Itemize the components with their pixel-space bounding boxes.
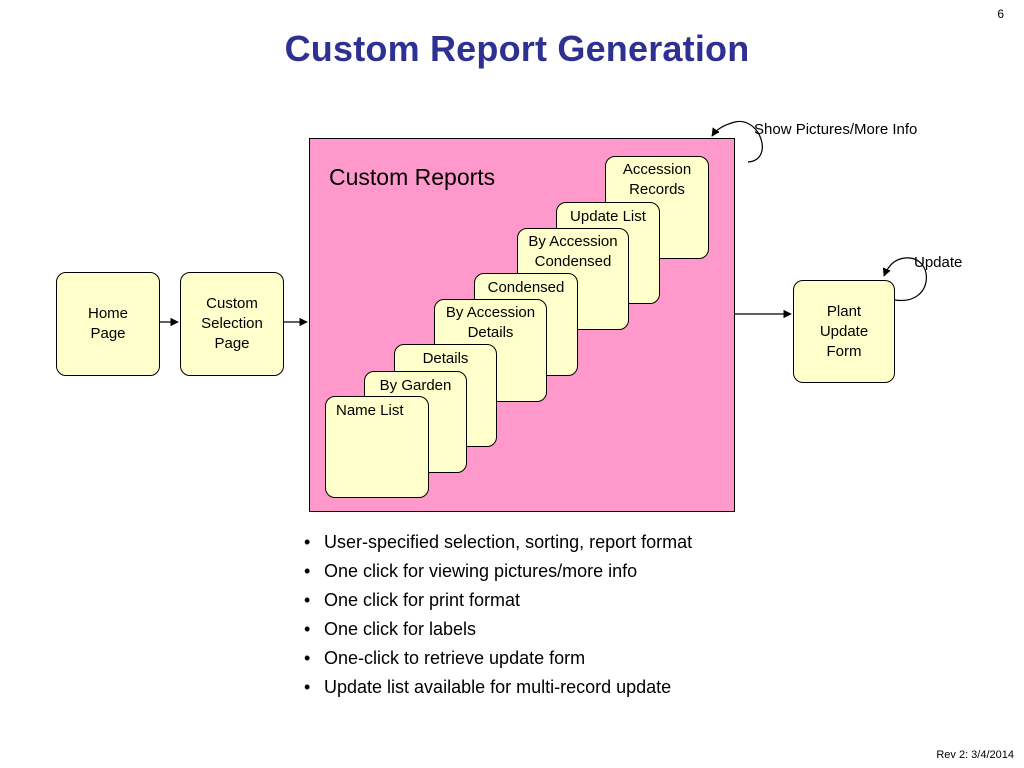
feature-bullet-list: User-specified selection, sorting, repor…	[304, 528, 692, 702]
slide-title: Custom Report Generation	[284, 28, 750, 69]
bullet-item: One click for print format	[304, 586, 692, 615]
bullet-item: Update list available for multi-record u…	[304, 673, 692, 702]
bullet-item: User-specified selection, sorting, repor…	[304, 528, 692, 557]
show-pictures-loop-label: Show Pictures/More Info	[754, 121, 918, 138]
bullet-item: One-click to retrieve update form	[304, 644, 692, 673]
loop-show-pictures	[711, 121, 763, 163]
bullet-item: One click for viewing pictures/more info	[304, 557, 692, 586]
update-loop-label: Update	[914, 254, 963, 271]
report-card-name-list: Name List	[325, 396, 429, 498]
page-number: 6	[997, 7, 1004, 21]
bullet-item: One click for labels	[304, 615, 692, 644]
custom-selection-page-node: Custom Selection Page	[180, 272, 284, 376]
revision-footer: Rev 2: 3/4/2014	[936, 749, 1014, 761]
loop-update	[882, 257, 927, 301]
custom-reports-title: Custom Reports	[329, 164, 496, 190]
home-page-node: Home Page	[56, 272, 160, 376]
plant-update-form-node: Plant Update Form	[793, 280, 895, 383]
